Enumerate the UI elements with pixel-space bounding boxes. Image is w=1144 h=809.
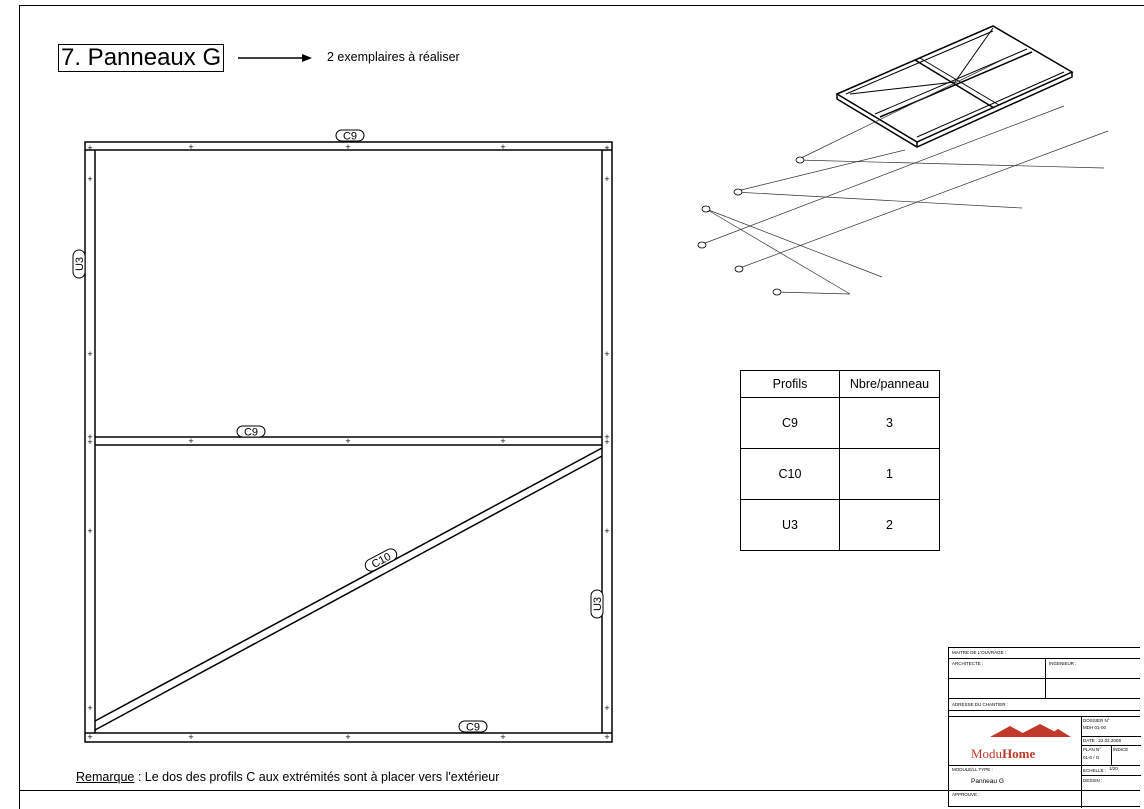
svg-text:+: + xyxy=(87,526,92,536)
header-profils: Profils xyxy=(740,370,840,398)
tb-date: DATE : 22.02.2008 xyxy=(1083,738,1121,743)
profiles-table: Profils Nbre/panneau C9 3 C10 1 U3 2 xyxy=(740,370,940,551)
fastener-marks: +++ +++ +++ ++++++++ ++++++++ xyxy=(87,142,609,742)
tb-maitre: MAITRE DE L'OUVRAGE : xyxy=(952,650,1007,655)
svg-text:+: + xyxy=(500,436,505,446)
cell-nbre: 3 xyxy=(839,397,940,449)
tb-module-value: Panneau G xyxy=(971,778,1004,785)
svg-text:+: + xyxy=(87,432,92,442)
tb-echelle-value: 1/20 xyxy=(1109,766,1118,771)
label-c9-top: C9 xyxy=(343,131,357,143)
table-row: C10 1 xyxy=(740,448,940,500)
svg-text:+: + xyxy=(604,174,609,184)
svg-text:+: + xyxy=(604,526,609,536)
tb-approuve: APPROUVE : xyxy=(952,792,980,797)
middle-profile xyxy=(95,436,602,446)
tb-plan-value: 01-0 / G xyxy=(1083,755,1100,760)
svg-text:+: + xyxy=(604,432,609,442)
remark-text: : Le dos des profils C aux extrémités so… xyxy=(134,770,500,784)
tb-plan-label: PLAN N° xyxy=(1083,747,1102,752)
page-title: 7. Panneaux G xyxy=(58,44,225,72)
cell-profil: C10 xyxy=(740,448,840,500)
header-nbre: Nbre/panneau xyxy=(839,370,940,398)
svg-text:+: + xyxy=(87,437,92,447)
svg-text:+: + xyxy=(87,143,92,153)
svg-text:+: + xyxy=(345,732,350,742)
table-row: C9 3 xyxy=(740,397,940,449)
tb-indice: INDICE xyxy=(1113,747,1129,752)
svg-text:+: + xyxy=(604,703,609,713)
svg-text:+: + xyxy=(87,703,92,713)
logo-icon xyxy=(990,724,1071,737)
cell-nbre: 2 xyxy=(839,499,940,551)
svg-text:+: + xyxy=(87,732,92,742)
label-c9-bottom: C9 xyxy=(466,722,480,734)
panel-outline xyxy=(84,141,613,743)
svg-text:+: + xyxy=(188,436,193,446)
tb-ingenieur: INGENIEUR : xyxy=(1049,661,1077,666)
svg-text:+: + xyxy=(604,437,609,447)
isometric-view xyxy=(697,25,1109,296)
diagonal-profile xyxy=(94,447,603,731)
label-c9-middle: C9 xyxy=(244,427,258,439)
drawing-frame-bottom xyxy=(19,790,949,791)
svg-text:+: + xyxy=(604,732,609,742)
tb-dossier-value: MDH 01-00 xyxy=(1083,725,1107,730)
cell-nbre: 1 xyxy=(839,448,940,500)
title-arrow-icon xyxy=(238,54,312,62)
remark-label: Remarque xyxy=(76,770,135,784)
label-u3-left: U3 xyxy=(74,257,86,271)
remark: Remarque : Le dos des profils C aux extr… xyxy=(76,770,499,784)
svg-text:+: + xyxy=(87,349,92,359)
svg-text:+: + xyxy=(188,142,193,152)
modu-home-logo: ModuHome xyxy=(971,746,1036,761)
drawing-frame xyxy=(19,5,1144,809)
tb-echelle: ECHELLE : xyxy=(1083,768,1107,773)
tb-adresse: ADRESSE DU CHANTIER : xyxy=(952,702,1009,707)
title-block: MAITRE DE L'OUVRAGE : ARCHITECTE : INGEN… xyxy=(948,647,1141,808)
svg-text:+: + xyxy=(500,142,505,152)
subtitle: 2 exemplaires à réaliser xyxy=(327,50,460,64)
cell-profil: C9 xyxy=(740,397,840,449)
svg-text:+: + xyxy=(345,436,350,446)
svg-text:+: + xyxy=(500,732,505,742)
table-row: U3 2 xyxy=(740,499,940,551)
label-u3-right: U3 xyxy=(592,597,604,611)
cell-profil: U3 xyxy=(740,499,840,551)
tb-dessin: DESSIN : xyxy=(1083,778,1103,783)
tb-dossier-label: DOSSIER N° xyxy=(1083,718,1110,723)
svg-text:+: + xyxy=(604,349,609,359)
svg-text:+: + xyxy=(345,142,350,152)
svg-text:+: + xyxy=(87,174,92,184)
tb-architecte: ARCHITECTE : xyxy=(952,661,984,666)
tb-module-type: MODULE/LL TYPE : xyxy=(952,767,993,772)
svg-text:+: + xyxy=(604,143,609,153)
svg-text:+: + xyxy=(188,732,193,742)
